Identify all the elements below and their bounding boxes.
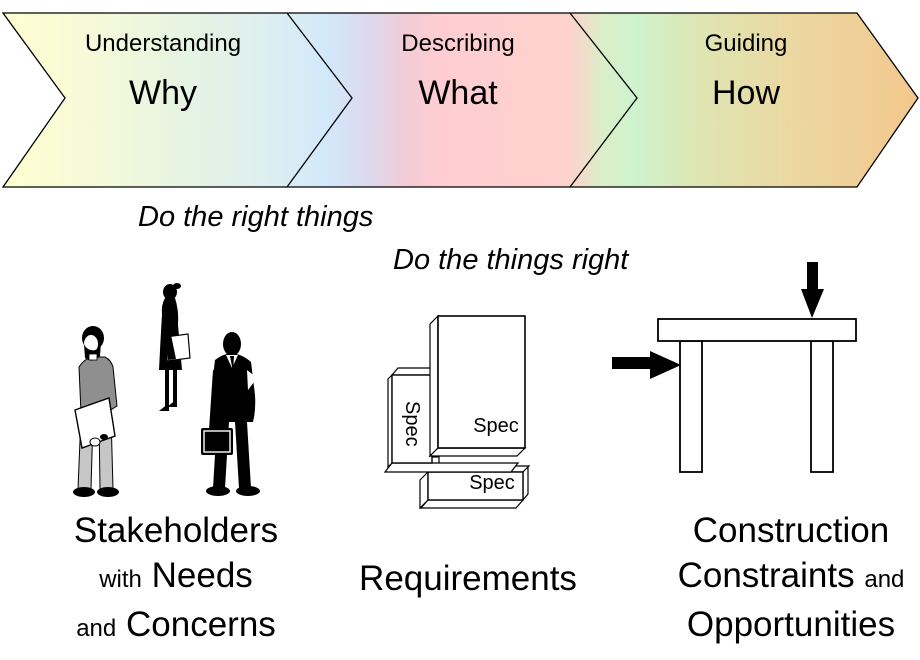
- phase-focus-label: How: [711, 74, 781, 112]
- process-banner: Understanding Why Describing What Guidin…: [0, 0, 920, 200]
- stakeholder-businessman-icon: [201, 332, 260, 496]
- phase-focus-label: What: [418, 74, 498, 112]
- spec-book-big-icon: [428, 314, 527, 458]
- construction-caption-line3: Opportunities: [686, 605, 896, 644]
- ribbon-outline: [1, 12, 919, 188]
- table-top: [657, 318, 857, 342]
- chevron-divider-2: [569, 12, 638, 188]
- phase-activity-label: Guiding: [704, 30, 788, 57]
- stakeholders-people-icon: [73, 283, 260, 497]
- spec-documents-icon: Spec Spec Spec: [383, 314, 531, 510]
- phase-activity-label: Understanding: [84, 30, 242, 57]
- phase-guiding-how: Guiding How: [704, 30, 788, 112]
- down-force-arrow-icon: [801, 262, 824, 318]
- table-leg-left: [679, 340, 703, 473]
- table-icon: [657, 318, 857, 473]
- stakeholders-caption-line2: with Needs: [99, 556, 253, 595]
- construction-table-icon: [612, 262, 857, 473]
- table-leg-right: [810, 340, 834, 473]
- motto-do-the-right-things: Do the right things: [138, 201, 374, 233]
- stakeholders-caption-line1: Stakeholders: [73, 511, 279, 550]
- spec-label-bottom: Spec: [469, 472, 515, 494]
- chevron-ribbon-icon: [1, 12, 919, 188]
- construction-caption: Construction Constraints and Opportuniti…: [678, 508, 905, 647]
- phase-focus-label: Why: [128, 74, 197, 112]
- chevron-divider-1: [286, 12, 353, 188]
- spec-label-left: Spec: [401, 401, 423, 447]
- spec-label-big: Spec: [473, 415, 519, 437]
- phase-activity-label: Describing: [401, 30, 515, 57]
- stakeholders-caption-line3: and Concerns: [76, 605, 276, 644]
- stakeholder-man-icon: [73, 326, 119, 497]
- requirements-caption: Requirements: [359, 559, 577, 598]
- phase-understanding-why: Understanding Why: [84, 30, 242, 112]
- phase-describing-what: Describing What: [401, 30, 515, 112]
- motto-do-the-things-right: Do the things right: [393, 244, 629, 276]
- construction-caption-line2: Constraints and: [677, 556, 905, 595]
- construction-caption-line1: Construction: [692, 511, 890, 550]
- stakeholders-caption: Stakeholders with Needs and Concerns: [74, 508, 278, 651]
- stakeholder-woman-icon: [159, 283, 191, 411]
- side-force-arrow-icon: [612, 351, 681, 379]
